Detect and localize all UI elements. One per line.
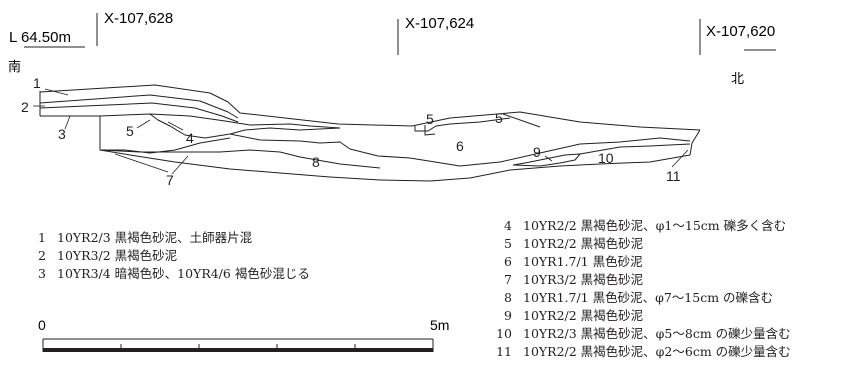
legend-number: 1 (38, 230, 46, 245)
legend-right: 4 10YR2/2 黒褐色砂泥、φ1～15cm 礫多く含む 5 10YR2/2 黒褐… (486, 217, 791, 361)
legend-text: 10YR1.7/1 黒色砂泥 (523, 254, 643, 269)
coord-label-1: X-107,628 (104, 10, 173, 27)
legend-number: 11 (496, 344, 512, 359)
legend-number: 6 (504, 254, 512, 269)
legend-number: 3 (38, 266, 46, 281)
layer-number-11: 11 (666, 168, 681, 184)
legend-text: 10YR2/2 黒褐色砂泥 (523, 308, 644, 323)
legend-number: 8 (504, 290, 512, 305)
scale-bar: 0 5m (38, 317, 449, 352)
leader-11 (671, 149, 689, 168)
layer-3-boundary (99, 116, 231, 154)
scale-end-label: 5m (430, 317, 449, 333)
legend-left: 1 10YR2/3 黒褐色砂泥、土師器片混 2 10YR3/2 黒褐色砂泥 3 10Y… (20, 229, 310, 283)
elevation-label: L 64.50m (9, 29, 71, 46)
legend-number: 4 (504, 218, 512, 233)
section-base (99, 129, 701, 182)
legend-item: 9 10YR2/2 黒褐色砂泥 (486, 307, 791, 325)
scale-start-label: 0 (38, 317, 46, 333)
layer-7-boundary (99, 149, 381, 169)
layer-8-top (229, 133, 691, 167)
layer-number-6: 6 (456, 138, 464, 154)
leader-4 (167, 121, 184, 131)
layer-10-boundary (579, 143, 691, 155)
legend-text: 10YR2/2 黒褐色砂泥、φ1～15cm 礫多く含む (523, 218, 787, 233)
legend-text: 10YR2/2 黒褐色砂泥、φ2～6cm の礫少量含む (523, 344, 791, 359)
layer-number-5-right: 5 (495, 110, 503, 126)
layer-number-7: 7 (166, 172, 174, 188)
north-label: 北 (731, 72, 744, 87)
layer-number-5-left: 5 (126, 123, 134, 139)
layer-5c-boundary (502, 113, 541, 128)
layer-number-4: 4 (186, 130, 194, 146)
layer-2-base (40, 113, 341, 129)
ground-surface-line (39, 84, 701, 131)
legend-number: 7 (504, 272, 512, 287)
coord-label-2: X-107,624 (405, 15, 474, 32)
layer-number-10: 10 (598, 150, 614, 166)
layer-5b-boundary (424, 125, 436, 136)
legend-item: 11 10YR2/2 黒褐色砂泥、φ2～6cm の礫少量含む (486, 343, 791, 361)
legend-text: 10YR3/2 黒褐色砂泥 (57, 248, 178, 263)
leader-5a (136, 119, 151, 129)
layer-9-boundary (512, 153, 581, 167)
legend-item: 1 10YR2/3 黒褐色砂泥、土師器片混 (20, 229, 310, 247)
legend-item: 4 10YR2/2 黒褐色砂泥、φ1～15cm 礫多く含む (486, 217, 791, 235)
layer-2-boundary (39, 102, 239, 123)
legend-item: 8 10YR1.7/1 黒色砂泥、φ7～15cm の礫含む (486, 289, 791, 307)
layer-number-5-center: 5 (426, 111, 434, 127)
legend-item: 7 10YR3/2 黒褐色砂泥 (486, 271, 791, 289)
south-label: 南 (8, 59, 21, 75)
leader-3 (64, 115, 71, 130)
legend-item: 10 10YR2/3 黒褐色砂泥、φ5～8cm の礫少量含む (486, 325, 791, 343)
legend-text: 10YR1.7/1 黒色砂泥、φ7～15cm の礫含む (523, 290, 774, 305)
leader-7 (171, 155, 189, 175)
legend-item: 6 10YR1.7/1 黒色砂泥 (486, 253, 791, 271)
scale-thick-bar (43, 348, 433, 352)
legend-number: 10 (496, 326, 512, 341)
layer-number-3: 3 (58, 126, 66, 142)
legend-item: 3 10YR3/4 暗褐色砂、10YR4/6 褐色砂混じる (20, 265, 310, 283)
leader-9 (544, 155, 553, 162)
legend-text: 10YR3/2 黒褐色砂泥 (523, 272, 644, 287)
legend-item: 5 10YR2/2 黒褐色砂泥 (486, 235, 791, 253)
legend-number: 5 (504, 236, 512, 251)
layer-5a-boundary (414, 117, 511, 132)
legend-text: 10YR3/4 暗褐色砂、10YR4/6 褐色砂混じる (57, 266, 310, 281)
section-lines (39, 84, 701, 182)
legend-text: 10YR2/3 黒褐色砂泥、土師器片混 (57, 230, 253, 245)
leader-1 (44, 88, 69, 96)
layer-number-9: 9 (533, 144, 541, 160)
legend-text: 10YR2/2 黒褐色砂泥 (523, 236, 644, 251)
layer-number-1: 1 (33, 75, 41, 91)
layer-1-boundary (39, 94, 239, 119)
layer-4-boundary (149, 113, 341, 139)
legend-text: 10YR2/3 黒褐色砂泥、φ5～8cm の礫少量含む (523, 326, 791, 341)
legend-number: 2 (38, 248, 46, 263)
legend-item: 2 10YR3/2 黒褐色砂泥 (20, 247, 310, 265)
coord-label-3: X-107,620 (706, 23, 775, 40)
leader-lines (33, 88, 689, 175)
legend-number: 9 (504, 308, 512, 323)
leader-7b (114, 153, 169, 173)
layer-number-8: 8 (312, 154, 320, 170)
layer-number-2: 2 (21, 99, 29, 115)
